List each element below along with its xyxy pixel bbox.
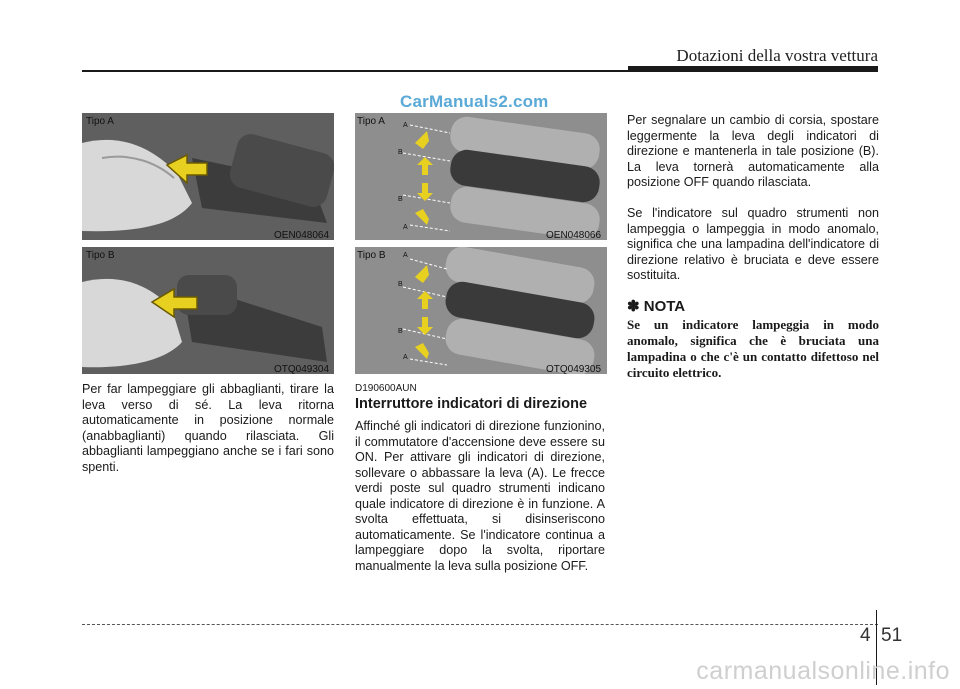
turn-signal-diagram-a bbox=[355, 113, 607, 240]
lever-mark: B bbox=[398, 328, 403, 335]
figure-label: Tipo A bbox=[86, 116, 114, 127]
page-number: 51 bbox=[881, 625, 903, 646]
lever-mark: B bbox=[398, 196, 403, 203]
figure-label: Tipo B bbox=[86, 250, 115, 261]
figure-label: Tipo B bbox=[357, 250, 386, 261]
lever-mark: A bbox=[403, 122, 408, 129]
lever-photo-b bbox=[82, 247, 334, 374]
chapter-number: 4 bbox=[860, 625, 871, 646]
lever-mark: B bbox=[398, 281, 403, 288]
figure-label: Tipo A bbox=[357, 116, 385, 127]
figure-left-bottom bbox=[82, 247, 334, 374]
turn-signal-diagram-b bbox=[355, 247, 607, 374]
figure-code: OEN048066 bbox=[546, 230, 602, 241]
figure-code: OTQ049305 bbox=[546, 364, 602, 375]
high-beam-flash-paragraph: Per far lampeggiare gli abbaglianti, tir… bbox=[82, 382, 334, 474]
footer-rule bbox=[82, 624, 878, 625]
section-code: D190600AUN bbox=[355, 383, 417, 394]
figure-code: OEN048064 bbox=[274, 230, 330, 241]
lever-mark: A bbox=[403, 354, 408, 361]
watermark-text: CarManuals2.com bbox=[400, 92, 549, 111]
figure-left-top bbox=[82, 113, 334, 240]
section-heading: Interruttore indicatori di direzione bbox=[355, 396, 588, 412]
bulb-failure-paragraph: Se l'indicatore sul quadro strumenti non… bbox=[627, 206, 879, 282]
header-rule bbox=[82, 70, 878, 72]
page-header-title: Dotazioni della vostra vettura bbox=[676, 46, 878, 65]
lever-mark: A bbox=[403, 224, 408, 231]
lever-photo-a bbox=[82, 113, 334, 240]
lever-mark: B bbox=[398, 149, 403, 156]
turn-signal-paragraph: Affinché gli indicatori di direzione fun… bbox=[355, 419, 605, 573]
header-tab-bar bbox=[628, 66, 878, 71]
footer-divider bbox=[876, 610, 877, 685]
site-watermark: carmanualsonline.info bbox=[696, 657, 950, 685]
lane-change-paragraph: Per segnalare un cambio di corsia, spost… bbox=[627, 113, 879, 189]
lever-mark: A bbox=[403, 252, 408, 259]
note-text: Se un indicatore lampeggia in modo anoma… bbox=[627, 317, 879, 380]
note-title: ✽ NOTA bbox=[627, 298, 686, 315]
figure-mid-bottom bbox=[355, 247, 607, 374]
figure-code: OTQ049304 bbox=[274, 364, 330, 375]
figure-mid-top bbox=[355, 113, 607, 240]
